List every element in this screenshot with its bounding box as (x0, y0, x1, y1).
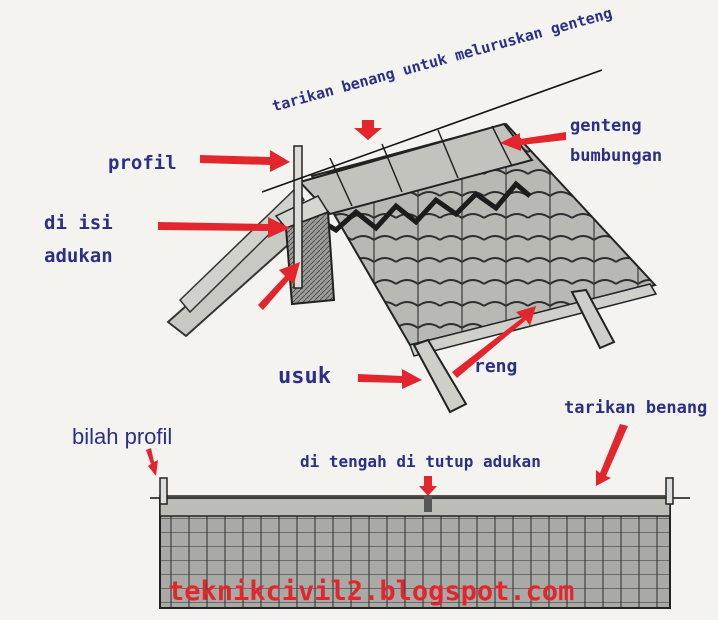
arrow-top (354, 120, 382, 140)
profil-label: profil (108, 152, 177, 174)
bilah-profil-label: bilah profil (72, 424, 173, 449)
genteng-label: genteng (570, 116, 642, 136)
arrow-genteng (500, 132, 566, 151)
arrows (146, 120, 628, 496)
arrow-di-isi (158, 217, 290, 238)
usuk-label: usuk (278, 364, 331, 389)
usuk-rafter (412, 338, 468, 414)
arrow-bilah-profil (146, 448, 158, 476)
arrow-usuk (358, 369, 422, 389)
left-batten (178, 186, 305, 314)
arrow-gable (258, 262, 300, 310)
bumbungan-label: bumbungan (570, 146, 663, 166)
profile-post (293, 145, 303, 289)
string-line-top (261, 69, 603, 193)
roof-perspective (166, 69, 658, 414)
roof-elevation (150, 477, 690, 609)
di-tengah-label: di tengah di tutup adukan (300, 452, 541, 471)
adukan-label: adukan (44, 245, 113, 267)
center-mortar (424, 496, 432, 512)
reng-batten (409, 283, 658, 357)
mortar-fringe (314, 180, 532, 234)
watermark: teknikcivil2.blogspot.com (168, 576, 575, 607)
bilah-profil-left (159, 477, 168, 505)
arrow-di-tengah (419, 476, 437, 496)
usuk-rafter-2 (570, 288, 616, 350)
front-ridge (159, 495, 671, 517)
di-isi-label: di isi (44, 212, 113, 234)
tarikan-benang-label: tarikan benang (564, 398, 708, 418)
reng-label: reng (474, 356, 518, 377)
arrow-tarikan-benang (596, 424, 628, 486)
arrow-reng (452, 306, 536, 378)
bilah-profil-right (665, 477, 674, 505)
arrow-profil (200, 150, 290, 172)
